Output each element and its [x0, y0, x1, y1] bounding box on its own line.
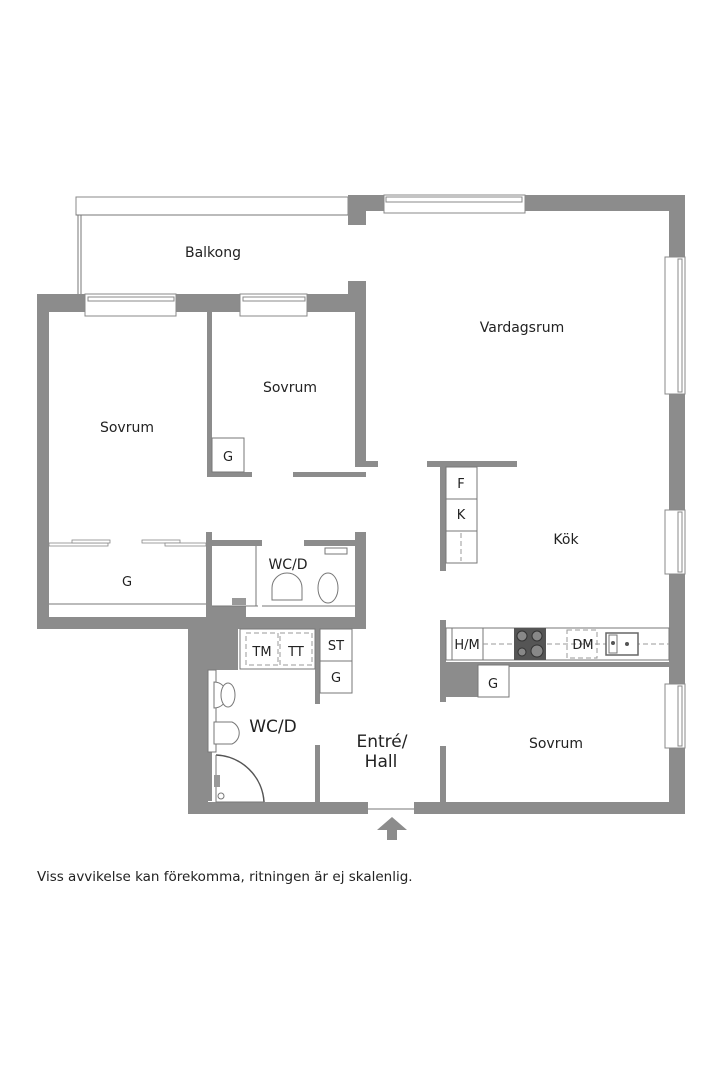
fixture-label-fridge: F	[457, 477, 464, 492]
room-label-bedroom-left: Sovrum	[100, 420, 154, 436]
kitchen-tall-units	[445, 466, 478, 564]
walls	[37, 195, 685, 814]
wardrobe-right-bedroom-box	[477, 664, 510, 698]
fixture-label-wardrobe-left: G	[122, 575, 132, 590]
fixture-label-wardrobe-middle: G	[223, 450, 233, 465]
wardrobe-hall-box	[319, 660, 353, 694]
room-label-wc-upper: WC/D	[268, 557, 307, 573]
wc-lower-fixtures	[207, 669, 265, 803]
inner-walls	[43, 312, 669, 806]
fixture-label-dishwasher: DM	[572, 638, 593, 653]
fixture-label-wardrobe-right: G	[488, 677, 498, 692]
wardrobe-left-bedroom	[48, 539, 207, 605]
wardrobe-middle-bedroom-box	[211, 437, 245, 473]
fixture-label-wardrobe-hall: G	[331, 671, 341, 686]
room-label-entrance-line1: Entré/	[357, 732, 408, 752]
laundry	[239, 628, 316, 670]
room-label-wc-lower: WC/D	[249, 717, 297, 737]
storage-box	[319, 628, 353, 662]
kitchen-counter	[445, 627, 670, 661]
room-label-balcony: Balkong	[185, 245, 241, 261]
fixture-label-washing-machine: TM	[251, 645, 271, 660]
fixture-label-freezer: K	[457, 508, 466, 523]
room-label-entrance-line2: Hall	[365, 752, 398, 772]
windows	[84, 194, 686, 749]
room-label-kitchen: Kök	[553, 532, 579, 548]
arrow-up-icon	[377, 817, 407, 840]
room-label-living-room: Vardagsrum	[480, 320, 565, 336]
disclaimer-text: Viss avvikelse kan förekomma, ritningen …	[37, 869, 413, 885]
wc-upper-fixtures	[212, 546, 355, 607]
room-label-bedroom-middle: Sovrum	[263, 380, 317, 396]
room-label-bedroom-right: Sovrum	[529, 736, 583, 752]
fixture-label-tumble-dryer: TT	[287, 645, 304, 660]
fixture-label-storage: ST	[328, 639, 344, 654]
fixture-label-oven-microwave: H/M	[454, 638, 479, 653]
